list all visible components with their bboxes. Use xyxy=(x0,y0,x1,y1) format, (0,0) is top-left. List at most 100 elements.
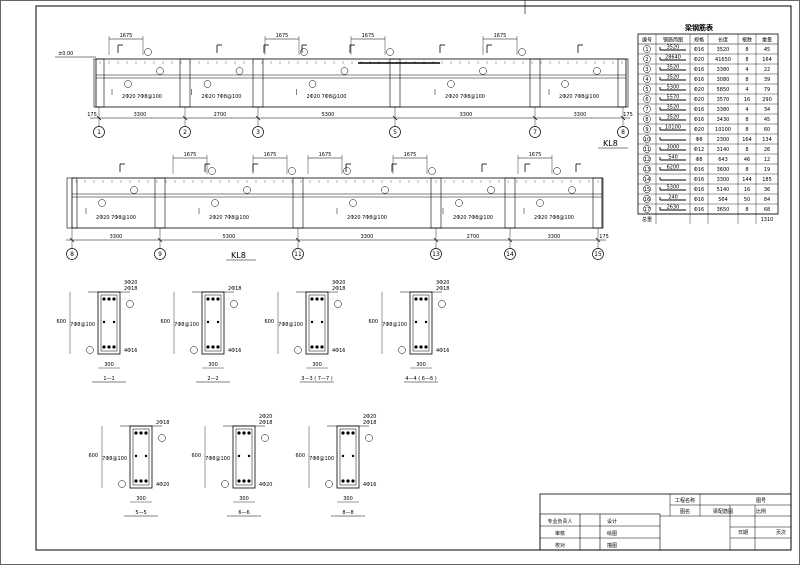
bar-mark-bubble xyxy=(365,434,373,442)
bar-shape-length: 3520 xyxy=(667,45,680,51)
axis-number: 8 xyxy=(621,129,625,136)
tb-right-top: 工程名称 xyxy=(675,497,695,504)
section-width: 300 xyxy=(343,496,353,502)
mark-bubble xyxy=(643,145,651,153)
side-bar xyxy=(310,320,314,324)
schedule-cell: 643 xyxy=(718,157,728,163)
mark-bubble xyxy=(643,135,651,143)
schedule-cell: Φ20 xyxy=(694,97,704,103)
span-note: 2Φ20 7Φ8@100 xyxy=(209,215,249,221)
column-stub xyxy=(292,177,304,229)
schedule-cell: 50 xyxy=(744,197,750,203)
tb-right-mid: 图名 xyxy=(680,508,690,515)
bar-shape-length: 240 xyxy=(668,195,678,201)
span-note: 2Φ20 7Φ8@100 xyxy=(307,94,347,100)
bottom-bar xyxy=(211,345,215,349)
bar-mark-bubble xyxy=(536,199,544,207)
stirrup-note: 7Φ8@100 xyxy=(102,456,127,462)
schedule-cell: Φ16 xyxy=(694,107,704,113)
mark-number: 12 xyxy=(644,157,650,163)
schedule-cell: 36 xyxy=(764,187,770,193)
side-bar xyxy=(144,454,148,458)
mark-number: 8 xyxy=(645,117,648,123)
schedule-cell: Φ16 xyxy=(694,187,704,193)
bottom-bar-note: 4Φ16 xyxy=(363,482,376,488)
bar-mark-bubble xyxy=(203,80,212,88)
mark-bubble xyxy=(643,195,651,203)
mark-number: 10 xyxy=(644,137,650,143)
axis-number: 8 xyxy=(70,251,74,258)
bar-mark-bubble xyxy=(144,48,152,56)
top-bar-note-2: 2Φ18 xyxy=(259,420,272,426)
schedule-cell: 164 xyxy=(742,137,752,143)
schedule-cell: 3140 xyxy=(717,147,730,153)
bar-mark-bubble xyxy=(428,167,436,175)
total-label: 总重 xyxy=(642,216,652,223)
schedule-cell: Φ20 xyxy=(694,57,704,63)
stirrup-note: 7Φ8@100 xyxy=(174,322,199,328)
schedule-cell: 3520 xyxy=(717,47,730,53)
schedule-cell: 185 xyxy=(762,177,772,183)
top-bar xyxy=(102,297,106,301)
dimension-value: 3300 xyxy=(574,112,587,118)
tb-right-low: 页次 xyxy=(776,529,786,536)
section-outline xyxy=(305,291,329,355)
column-stub xyxy=(592,177,604,229)
column-stub xyxy=(154,177,166,229)
bar-mark-bubble xyxy=(398,346,406,354)
mark-bubble xyxy=(643,165,651,173)
dimension-value: 5300 xyxy=(223,234,236,240)
top-bar-note: 3Φ20 xyxy=(436,280,449,286)
mark-number: 9 xyxy=(645,127,648,133)
bar-shape-length: 3520 xyxy=(667,65,680,71)
schedule-cell: 8 xyxy=(745,147,748,153)
bottom-bar xyxy=(242,479,246,483)
schedule-cell: 4 xyxy=(745,67,748,73)
schedule-cell: 4 xyxy=(745,87,748,93)
section-height: 600 xyxy=(88,453,98,459)
top-dim-value: 1675 xyxy=(494,33,507,39)
top-bar-note-2: 2Φ18 xyxy=(332,286,345,292)
side-bar xyxy=(414,320,418,324)
bar-mark-bubble xyxy=(235,67,244,75)
bottom-bar xyxy=(139,479,143,483)
section-label: 5—5 xyxy=(135,510,146,516)
top-dim-value: 1675 xyxy=(319,152,332,158)
column-stub xyxy=(504,177,516,229)
mark-number: 6 xyxy=(645,97,648,103)
column-stub xyxy=(93,58,105,108)
side-bar xyxy=(112,320,116,324)
axis-bubble xyxy=(529,126,541,138)
bar-mark-bubble xyxy=(126,300,134,308)
section-label: 1—1 xyxy=(103,376,114,382)
span-note: 2Φ20 7Φ8@100 xyxy=(534,215,574,221)
axis-bubble xyxy=(430,248,442,260)
axis-number: 1 xyxy=(97,129,101,136)
top-bar xyxy=(320,297,324,301)
tb-left-label: 校对 xyxy=(555,542,565,549)
dimension-value: 3300 xyxy=(361,234,374,240)
schedule-cell: 10100 xyxy=(715,127,731,133)
schedule-cell: 26 xyxy=(764,147,770,153)
stirrup xyxy=(339,428,357,486)
top-bar xyxy=(419,297,423,301)
top-dim-value: 1675 xyxy=(184,152,197,158)
stirrup xyxy=(235,428,253,486)
schedule-cell: 4 xyxy=(745,107,748,113)
bar-mark-bubble xyxy=(593,67,601,75)
tb-right-mid: 梁配筋图 xyxy=(713,508,733,515)
schedule-cell: 60 xyxy=(764,127,770,133)
section-label: 8—8 xyxy=(342,510,353,516)
column-stub xyxy=(430,177,442,229)
schedule-cell: 5850 xyxy=(717,87,730,93)
top-bar xyxy=(216,297,220,301)
top-bar xyxy=(211,297,215,301)
mark-number: 3 xyxy=(645,67,648,73)
bottom-bar xyxy=(341,479,345,483)
schedule-cell: 8 xyxy=(745,77,748,83)
beam-lower-body xyxy=(71,177,603,229)
total-value: 1310 xyxy=(761,217,774,223)
schedule-cell: 39 xyxy=(764,77,770,83)
bar-mark-bubble xyxy=(118,480,126,488)
top-bar-note-2: 2Φ18 xyxy=(156,420,169,426)
